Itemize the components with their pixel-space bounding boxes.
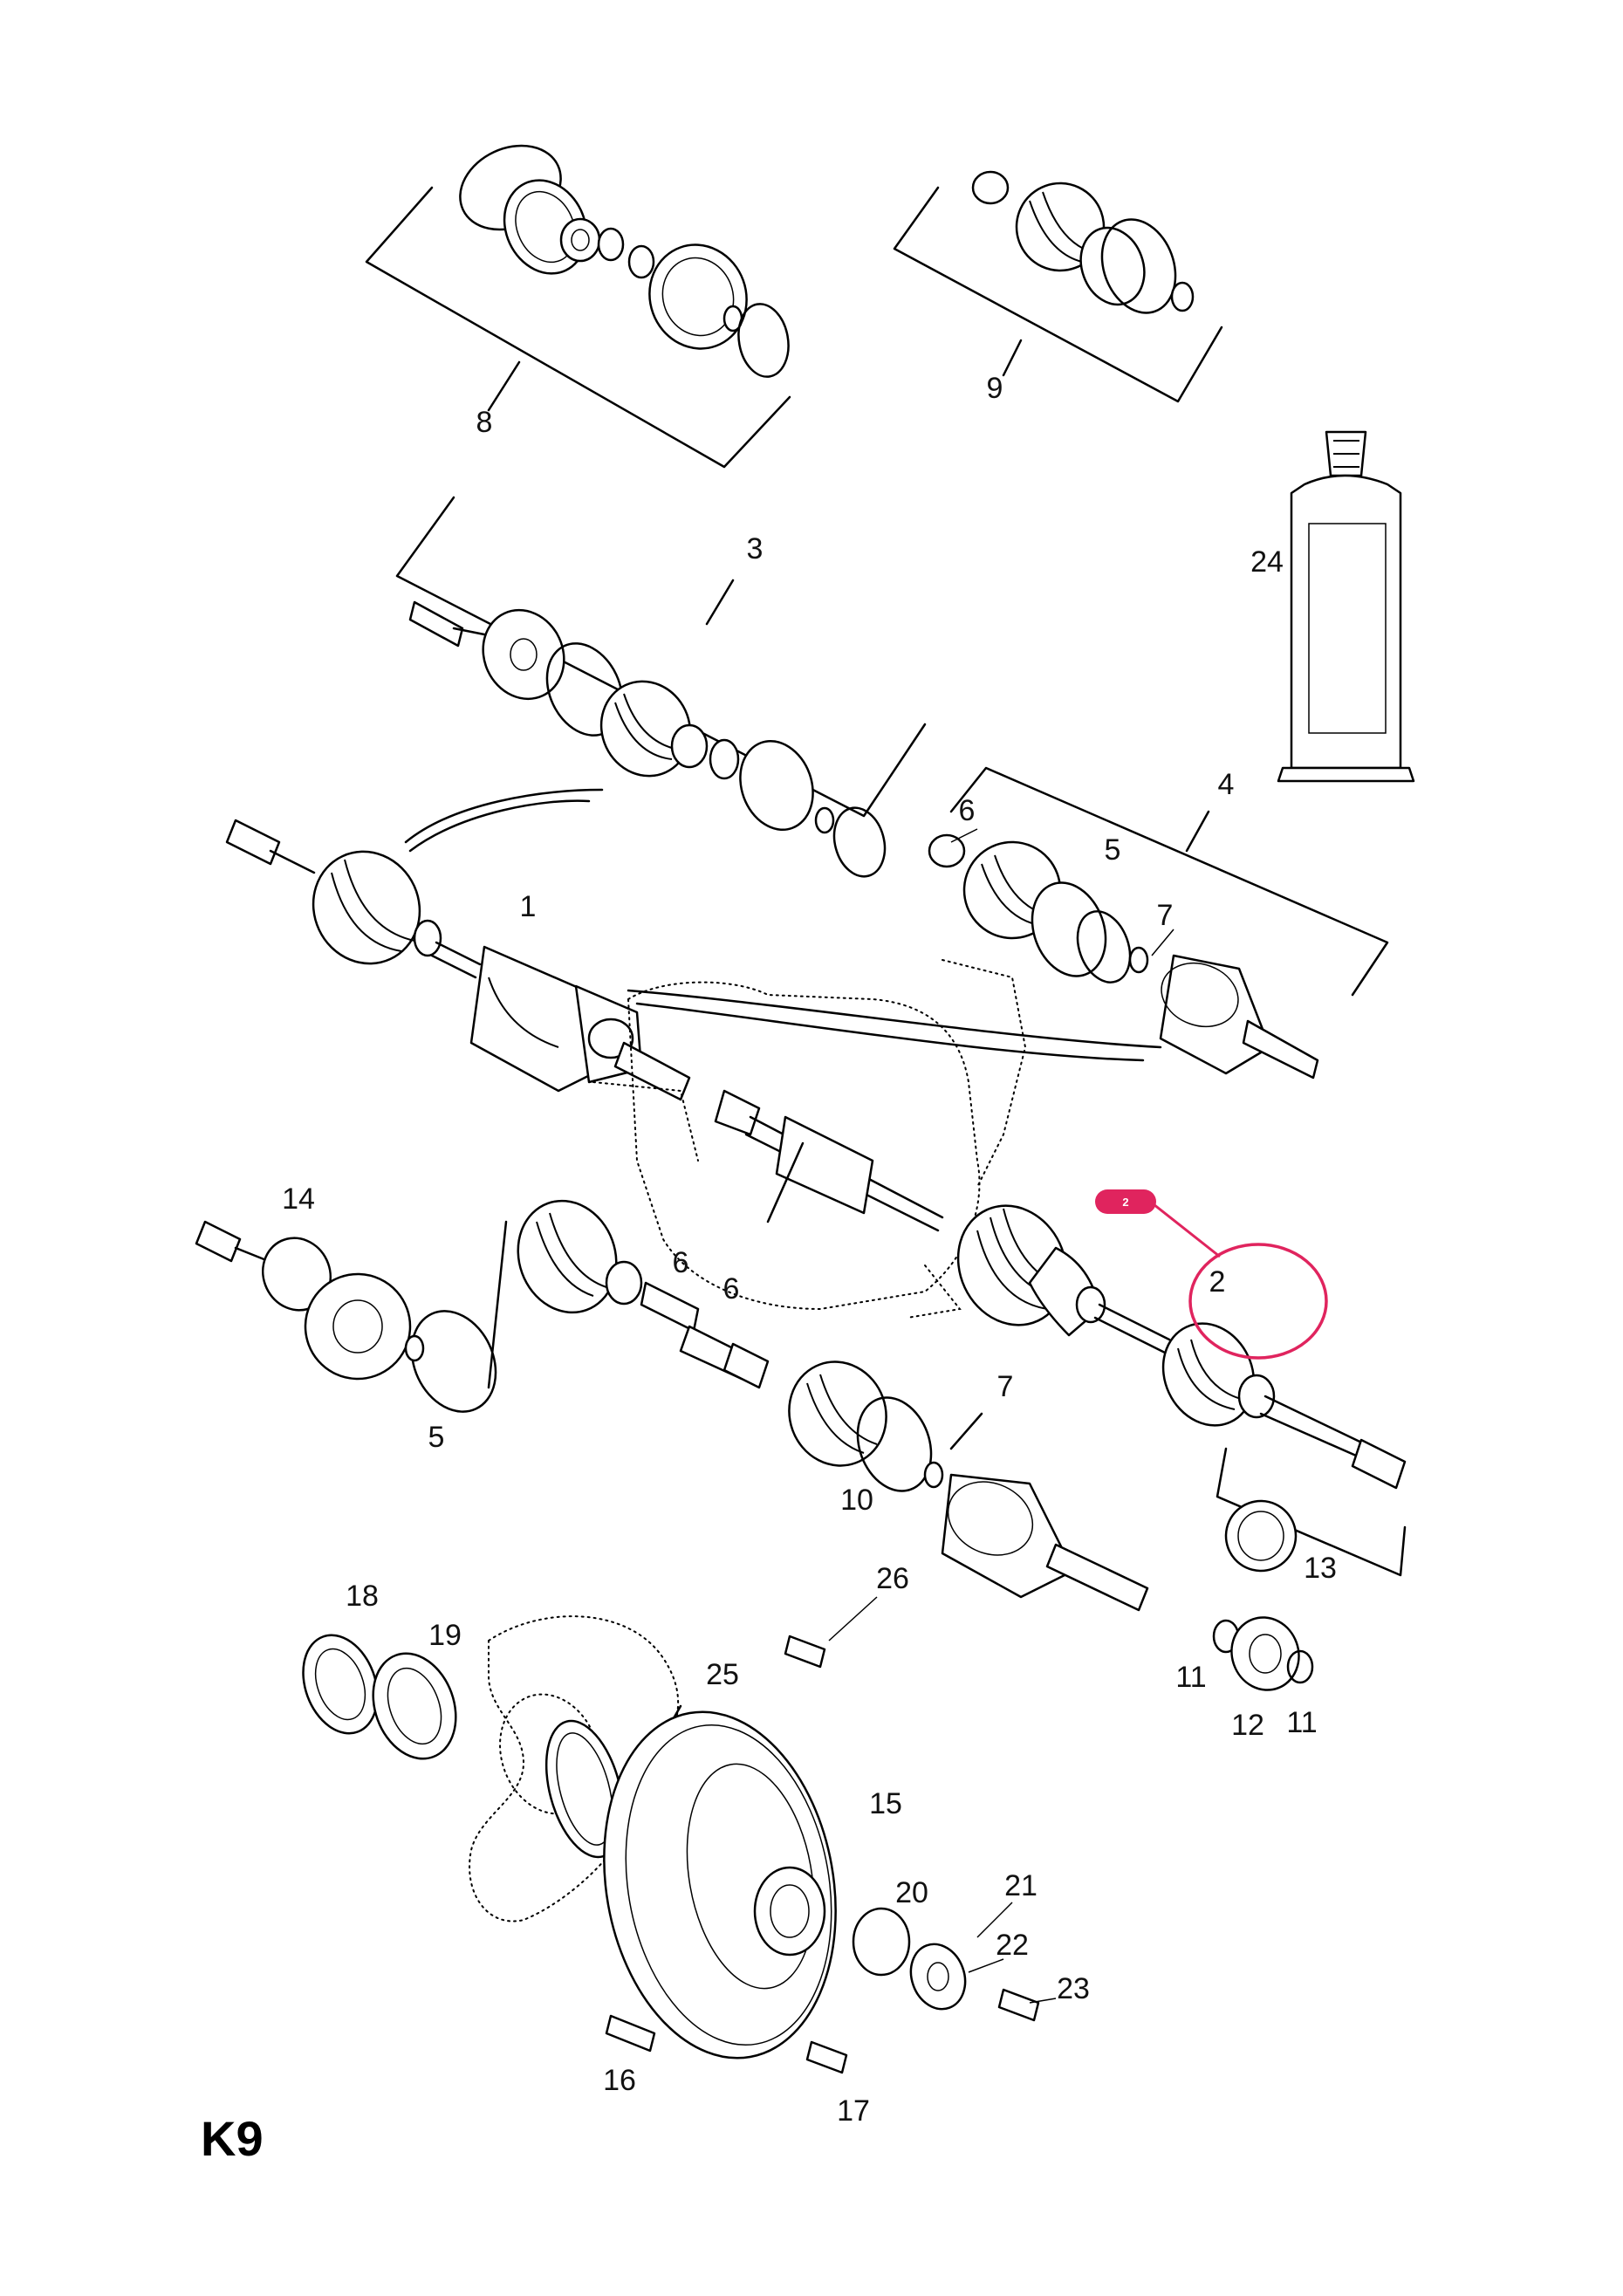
callout-5-a: 5 xyxy=(1105,833,1121,867)
sheet-code: K9 xyxy=(201,2111,264,2166)
callout-17: 17 xyxy=(837,2094,870,2128)
callout-23: 23 xyxy=(1057,1972,1090,2005)
drive-shaft-2 xyxy=(714,1089,1407,1490)
callout-18: 18 xyxy=(346,1580,379,1613)
callout-16: 16 xyxy=(603,2064,636,2097)
inner-joint-parts xyxy=(517,1199,1149,1612)
callout-2: 2 xyxy=(1209,1265,1226,1299)
callout-9: 9 xyxy=(987,372,1003,405)
callout-10: 10 xyxy=(840,1484,873,1517)
callout-24: 24 xyxy=(1250,545,1284,579)
callout-22: 22 xyxy=(996,1929,1029,1962)
boot-kit-8-parts xyxy=(365,144,791,469)
grease-tube-24 xyxy=(1277,430,1415,783)
circlips-bearing-11-12 xyxy=(1212,1616,1314,1691)
callout-7-a: 7 xyxy=(1157,899,1174,932)
callout-15: 15 xyxy=(869,1787,902,1820)
highlight-badge-label: 2 xyxy=(1122,1196,1128,1209)
callout-1: 1 xyxy=(520,890,537,923)
seal-13-parts xyxy=(1216,1447,1407,1577)
highlight-annotation: 2 xyxy=(1095,1189,1328,1360)
callout-11-b: 11 xyxy=(1286,1706,1317,1739)
callout-labels: 8 9 24 3 4 6 5 7 1 2 14 6 6 7 5 10 13 26… xyxy=(282,372,1337,2128)
outer-joint-parts xyxy=(195,1220,508,1413)
joint-kit-4-parts xyxy=(928,766,1389,1079)
callout-11-a: 11 xyxy=(1175,1661,1206,1694)
callout-6-a: 6 xyxy=(959,794,976,827)
callout-4: 4 xyxy=(1218,768,1235,801)
callout-6-b: 6 xyxy=(673,1246,689,1279)
callout-7-b: 7 xyxy=(997,1370,1014,1403)
callout-8: 8 xyxy=(476,406,493,439)
callout-12: 12 xyxy=(1231,1709,1264,1742)
joint-kit-3-parts xyxy=(395,496,927,878)
callout-26: 26 xyxy=(876,1562,909,1595)
bearings-18-19 xyxy=(302,1634,457,1760)
callout-6-c: 6 xyxy=(723,1272,740,1306)
callout-3: 3 xyxy=(747,532,764,565)
callout-14: 14 xyxy=(282,1182,315,1216)
highlight-badge[interactable] xyxy=(1095,1189,1156,1214)
callout-21: 21 xyxy=(1004,1869,1037,1902)
callout-19: 19 xyxy=(428,1619,462,1652)
leader-lines xyxy=(828,828,1174,2004)
highlight-circle xyxy=(1188,1243,1328,1360)
brake-disc-15 xyxy=(603,1635,1040,2074)
drive-shaft-1 xyxy=(225,788,691,1101)
boot-kit-9-parts xyxy=(893,170,1223,403)
differential-housing-outline xyxy=(592,959,1162,1319)
callout-20: 20 xyxy=(895,1876,928,1909)
callout-25: 25 xyxy=(706,1658,739,1691)
callout-13: 13 xyxy=(1304,1552,1337,1585)
callout-5-b: 5 xyxy=(428,1421,445,1454)
